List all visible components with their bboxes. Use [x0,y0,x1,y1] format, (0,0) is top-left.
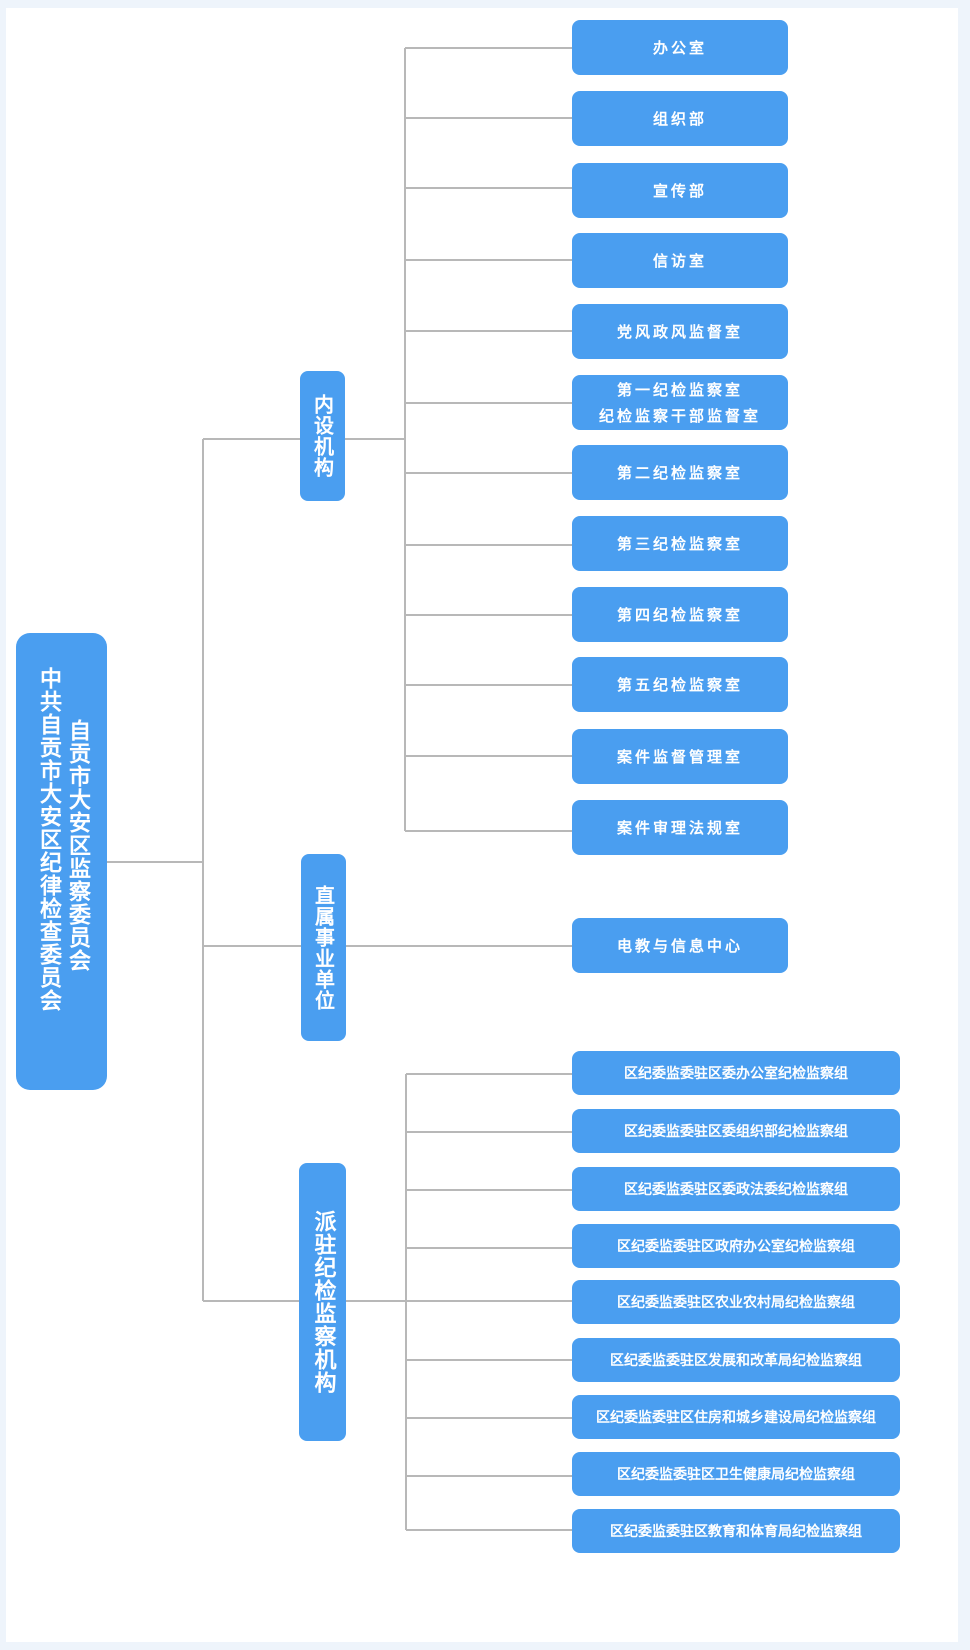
stationed-group-node: 区纪委监委驻区卫生健康局纪检监察组 [572,1452,900,1496]
branch-affiliated-label: 直属事业单位 [311,884,336,1011]
stationed-group-node: 区纪委监委驻区委办公室纪检监察组 [572,1051,900,1095]
stationed-group-node: 区纪委监委驻区农业农村局纪检监察组 [572,1280,900,1324]
dept-node: 组织部 [572,91,788,146]
unit-node: 电教与信息中心 [572,918,788,973]
dept-node: 第三纪检监察室 [572,516,788,571]
dept-node: 党风政风监督室 [572,304,788,359]
stationed-group-node: 区纪委监委驻区教育和体育局纪检监察组 [572,1509,900,1553]
dept-node: 第二纪检监察室 [572,445,788,500]
root-line-2: 自贡市大安区监察委员会 [65,719,90,972]
dept-node: 案件审理法规室 [572,800,788,855]
dept-node: 第四纪检监察室 [572,587,788,642]
stationed-group-node: 区纪委监委驻区住房和城乡建设局纪检监察组 [572,1395,900,1439]
root-node: 中共自贡市大安区纪律检查委员会 自贡市大安区监察委员会 [16,633,107,1090]
stationed-group-node: 区纪委监委驻区政府办公室纪检监察组 [572,1224,900,1268]
stationed-group-node: 区纪委监委驻区发展和改革局纪检监察组 [572,1338,900,1382]
root-line-1: 中共自贡市大安区纪律检查委员会 [36,667,61,1012]
branch-stationed-label: 派驻纪检监察机构 [310,1210,336,1394]
dept-node: 第五纪检监察室 [572,657,788,712]
dept-node: 信访室 [572,233,788,288]
branch-stationed: 派驻纪检监察机构 [299,1163,346,1441]
branch-internal: 内设机构 [300,371,345,501]
dept-node: 案件监督管理室 [572,729,788,784]
stationed-group-node: 区纪委监委驻区委组织部纪检监察组 [572,1109,900,1153]
dept-node: 宣传部 [572,163,788,218]
stationed-group-node: 区纪委监委驻区委政法委纪检监察组 [572,1167,900,1211]
branch-internal-label: 内设机构 [310,394,335,478]
dept-node: 第一纪检监察室 纪检监察干部监督室 [572,375,788,430]
branch-affiliated: 直属事业单位 [301,854,346,1041]
dept-node: 办公室 [572,20,788,75]
